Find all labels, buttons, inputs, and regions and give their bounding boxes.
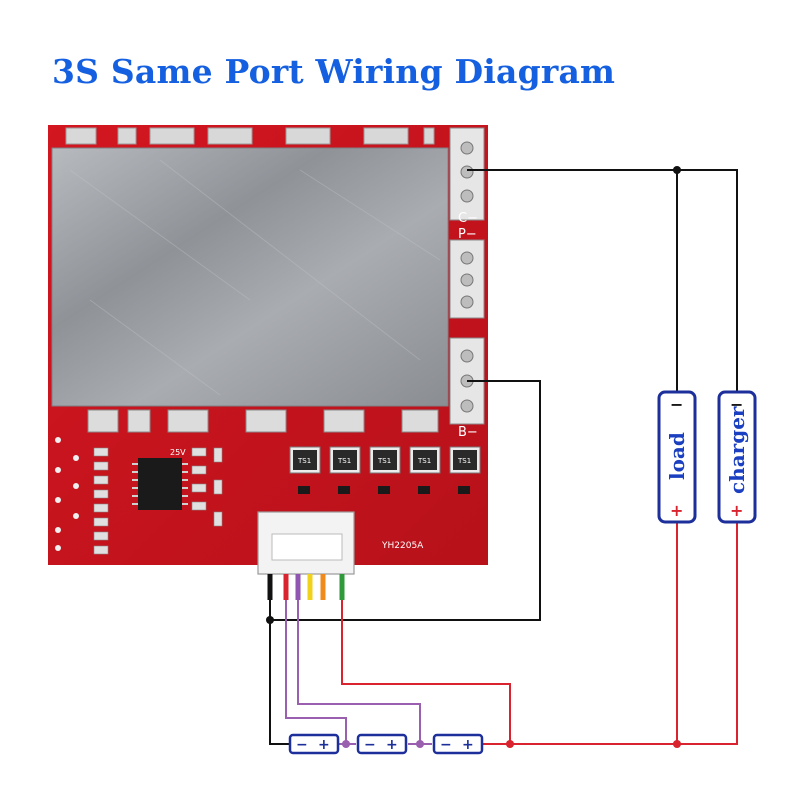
balance-top-wire xyxy=(341,600,511,744)
load-label: load xyxy=(665,432,689,480)
charger-device: − charger + xyxy=(717,390,757,524)
charger-pos-sign: + xyxy=(730,501,743,520)
purple-wires xyxy=(285,600,421,744)
bms-board: C− P− B− xyxy=(48,125,488,575)
mid-pads xyxy=(87,409,439,433)
svg-text:TS1: TS1 xyxy=(457,457,471,465)
cell-1: − + xyxy=(288,733,340,755)
port-terminals xyxy=(449,127,485,425)
port-label-c: C− xyxy=(458,211,478,226)
svg-text:TS1: TS1 xyxy=(377,457,391,465)
small-transistors xyxy=(298,486,470,494)
red-junction-dots xyxy=(506,740,681,748)
mosfet: TS1 xyxy=(369,446,401,474)
cell-1-neg: − xyxy=(296,737,308,753)
load-device: − load + xyxy=(657,390,697,524)
port-label-p: P− xyxy=(458,227,477,242)
port-label-b: B− xyxy=(458,425,478,440)
cell-3-neg: − xyxy=(440,737,452,753)
left-components xyxy=(93,447,223,555)
red-wires xyxy=(341,522,738,745)
load-neg-sign: − xyxy=(670,395,683,414)
cell-2-pos: + xyxy=(386,737,398,753)
mosfet-row: TS1 TS1 TS1 TS1 TS1 xyxy=(289,446,481,474)
black-wires xyxy=(269,169,738,745)
charger-label: charger xyxy=(725,406,749,494)
junction-dots xyxy=(266,166,681,624)
c-minus-wire xyxy=(467,169,738,392)
charger-neg-sign: − xyxy=(730,395,743,414)
heatsink xyxy=(51,147,449,407)
svg-text:TS1: TS1 xyxy=(297,457,311,465)
cell-2: − + xyxy=(356,733,408,755)
bms-ic xyxy=(138,458,182,510)
b-minus-wire xyxy=(269,380,541,621)
board-model: YH2205A xyxy=(381,541,424,551)
connector-wires xyxy=(267,574,345,600)
top-pads xyxy=(65,127,435,145)
cell-2-neg: − xyxy=(364,737,376,753)
cell-3: − + xyxy=(432,733,484,755)
balance-mid1-wire xyxy=(285,600,347,744)
pack-pos-wire xyxy=(482,522,738,745)
svg-text:TS1: TS1 xyxy=(417,457,431,465)
balance-mid2-wire xyxy=(297,600,421,744)
load-pos-sign: + xyxy=(670,501,683,520)
pack-neg-wire xyxy=(269,620,290,745)
test-points xyxy=(55,437,79,551)
diagram-title: 3S Same Port Wiring Diagram xyxy=(52,52,616,91)
cell-1-pos: + xyxy=(318,737,330,753)
mosfet: TS1 xyxy=(289,446,321,474)
marking-25v: 25V xyxy=(170,448,186,457)
svg-text:TS1: TS1 xyxy=(337,457,351,465)
mosfet: TS1 xyxy=(329,446,361,474)
mosfet: TS1 xyxy=(409,446,441,474)
cell-3-pos: + xyxy=(462,737,474,753)
mosfet: TS1 xyxy=(449,446,481,474)
heatsink-texture xyxy=(69,159,441,396)
